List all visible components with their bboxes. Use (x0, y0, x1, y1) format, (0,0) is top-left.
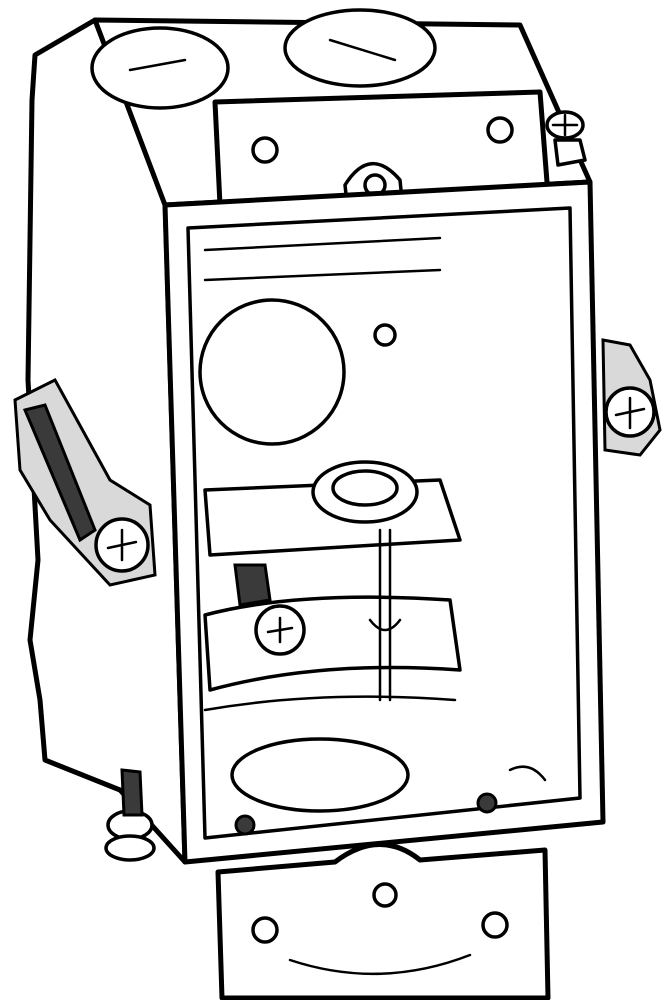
bottom-screw-hole-left (234, 814, 256, 836)
clamp-screw-icon (233, 563, 306, 656)
bottom-knockout (230, 737, 410, 813)
ear-hole-left (251, 916, 279, 944)
ear-hole-right (481, 911, 509, 939)
back-mounting-hole (373, 323, 397, 347)
lower-left-screw-icon (104, 768, 156, 862)
ear-hole-center (372, 882, 398, 908)
right-side-clamp (601, 338, 662, 457)
top-plate-hole-right (486, 116, 514, 144)
top-knockout-left (90, 26, 230, 110)
bottom-screw-hole-right (476, 792, 498, 814)
left-side-clamp (13, 378, 157, 587)
top-plate-hole-left (251, 136, 279, 164)
bottom-mounting-ear (215, 842, 551, 1001)
back-knockout (198, 298, 346, 446)
top-right-screw-icon (545, 110, 587, 167)
